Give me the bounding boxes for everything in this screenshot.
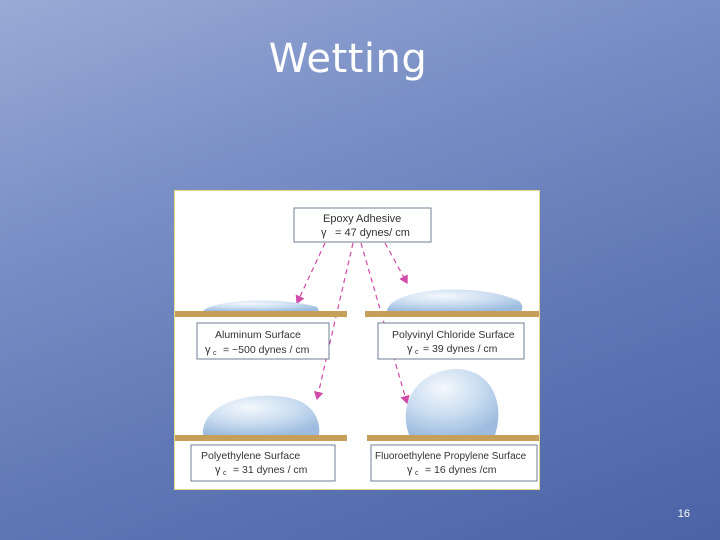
arrow-to-aluminum bbox=[295, 242, 326, 305]
fep-value: = 16 dynes /cm bbox=[425, 464, 497, 476]
diagram-canvas: Epoxy Adhesive γ = 47 dynes/ cm Aluminum… bbox=[175, 207, 539, 482]
drop-aluminum bbox=[203, 300, 319, 311]
label-box-polyethylene bbox=[190, 444, 336, 482]
wetting-diagram: Epoxy Adhesive γ = 47 dynes/ cm Aluminum… bbox=[174, 190, 540, 490]
adhesive-label-box bbox=[293, 207, 432, 243]
surface-bar-pvc bbox=[365, 311, 539, 317]
polyethylene-value: = 31 dynes / cm bbox=[233, 464, 308, 476]
label-box-pvc bbox=[377, 322, 525, 360]
drop-fep bbox=[405, 369, 499, 435]
surface-bar-polyethylene bbox=[175, 435, 347, 441]
drop-polyethylene bbox=[202, 395, 320, 435]
polyethylene-subscript: c bbox=[223, 470, 227, 477]
pvc-value: = 39 dynes / cm bbox=[423, 343, 498, 355]
label-box-aluminum bbox=[196, 322, 330, 360]
aluminum-symbol: γ bbox=[205, 344, 211, 356]
aluminum-subscript: c bbox=[213, 350, 217, 357]
page-number: 16 bbox=[677, 508, 690, 520]
fep-symbol: γ bbox=[407, 464, 413, 476]
adhesive-value: = 47 dynes/ cm bbox=[335, 227, 410, 239]
label-box-fep bbox=[370, 444, 538, 482]
fep-name: Fluoroethylene Propylene Surface bbox=[375, 451, 527, 462]
arrow-to-polyethylene bbox=[313, 242, 354, 401]
adhesive-name: Epoxy Adhesive bbox=[323, 213, 401, 225]
surface-bar-aluminum bbox=[175, 311, 347, 317]
adhesive-symbol: γ bbox=[321, 227, 327, 239]
polyethylene-name: Polyethylene Surface bbox=[201, 450, 300, 462]
aluminum-value: = ~500 dynes / cm bbox=[223, 344, 310, 356]
polyethylene-symbol: γ bbox=[215, 464, 221, 476]
pvc-name: Polyvinyl Chloride Surface bbox=[392, 329, 515, 341]
pvc-symbol: γ bbox=[407, 343, 413, 355]
drop-pvc bbox=[387, 289, 523, 311]
fep-subscript: c bbox=[415, 470, 419, 477]
arrow-to-pvc bbox=[384, 242, 408, 285]
surface-bar-fep bbox=[367, 435, 539, 441]
aluminum-name: Aluminum Surface bbox=[215, 329, 301, 341]
pvc-subscript: c bbox=[415, 349, 419, 356]
slide-title: Wetting bbox=[268, 36, 428, 82]
